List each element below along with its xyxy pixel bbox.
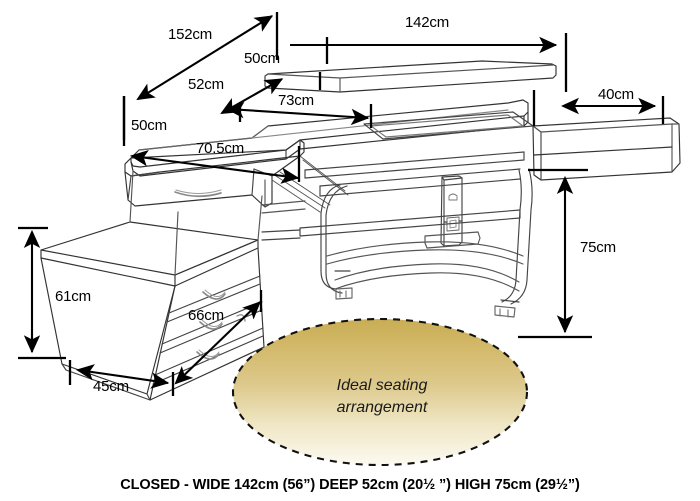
dim-label-152cm: 152cm xyxy=(168,26,213,43)
desk-top-surface xyxy=(130,99,529,177)
right-desk-extension xyxy=(532,117,681,181)
dim-line-45 xyxy=(75,364,170,389)
dim-line-705 xyxy=(129,149,300,184)
figure-caption: CLOSED - WIDE 142cm (56”) DEEP 52cm (20½… xyxy=(120,477,580,493)
desk-leg-right xyxy=(494,168,533,318)
lower-shelf xyxy=(261,209,521,241)
dim-label-73cm: 73cm xyxy=(278,92,314,109)
dim-label-61cm: 61cm xyxy=(55,288,91,305)
dim-label-66cm: 66cm xyxy=(188,307,224,324)
dim-line-73 xyxy=(225,101,370,126)
dim-label-40cm: 40cm xyxy=(598,86,634,103)
ideal-seating-ellipse xyxy=(231,317,529,467)
dim-label-52cm: 52cm xyxy=(188,76,224,93)
dim-line-152 xyxy=(136,15,274,101)
dim-line-52 xyxy=(220,78,284,115)
dim-label-142cm: 142cm xyxy=(405,14,450,31)
modesty-panel xyxy=(304,151,525,197)
desk-leg-left xyxy=(320,184,353,300)
ideal-seating-label: Ideal seating arrangement xyxy=(336,377,428,416)
dim-label-50cm-shelf: 50cm xyxy=(244,50,280,67)
dim-line-66 xyxy=(174,301,261,385)
dim-label-45cm: 45cm xyxy=(93,378,129,395)
base-spanner xyxy=(326,241,524,292)
dim-label-75cm: 75cm xyxy=(580,239,616,256)
left-apron xyxy=(261,200,306,214)
dim-label-50cm-depth: 50cm xyxy=(131,117,167,134)
dim-label-70-5cm: 70.5cm xyxy=(196,140,244,157)
